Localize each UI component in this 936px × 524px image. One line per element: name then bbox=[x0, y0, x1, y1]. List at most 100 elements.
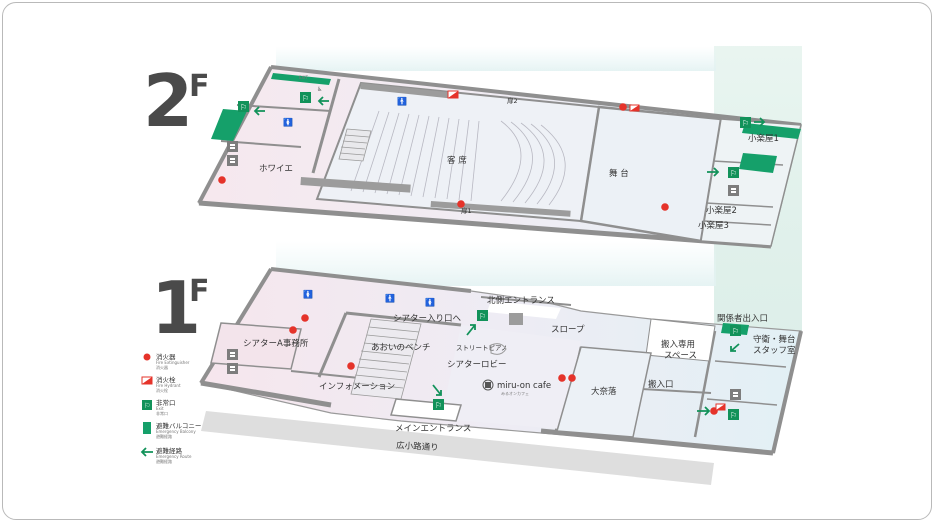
svg-text:Fire Extinguisher: Fire Extinguisher bbox=[156, 360, 190, 365]
label-loading-space-1: 搬入専用 bbox=[661, 339, 695, 350]
label-loading-space-2: スペース bbox=[664, 351, 697, 361]
route-arrow-2f-right bbox=[707, 167, 720, 177]
hydrant-icon bbox=[141, 376, 153, 385]
svg-text:非常口: 非常口 bbox=[156, 410, 168, 416]
hydrant-icon-2f-b bbox=[629, 104, 640, 112]
legend-item-route: 避難経路 Emergency Route 避難経路 bbox=[140, 446, 192, 464]
exit-sign-2f-top: ⚐ bbox=[300, 92, 311, 103]
label-cafe-sub: みるオンカフェ bbox=[501, 390, 529, 396]
toilet-icon-1f-b: 🚺 bbox=[425, 297, 435, 307]
extinguisher-icon-1f-e bbox=[568, 374, 576, 382]
label-street: 広小路通り bbox=[396, 440, 439, 453]
route-arrow-1f-north bbox=[466, 324, 476, 336]
exit-sign-1f-staff: ⚐ bbox=[730, 325, 741, 336]
hydrant-icon-2f-a bbox=[447, 90, 459, 99]
label-street-piano: ストリートピアノ bbox=[456, 344, 507, 352]
exit-sign-2f-right-top: ⚐ bbox=[740, 117, 751, 128]
route-arrow-1f-main bbox=[432, 384, 442, 396]
label-door1: 扉1 bbox=[461, 206, 472, 215]
svg-text:⚐: ⚐ bbox=[144, 402, 150, 410]
floor-map: ホワイエ 客 席 舞 台 扉2 扉1 小楽屋1 小楽屋2 小楽屋3 EXIT ⚐… bbox=[140, 46, 803, 485]
label-theater-a-office: シアターA事務所 bbox=[243, 338, 309, 349]
label-theater-entrance: シアター入り口へ bbox=[393, 314, 462, 324]
label-seats: 客 席 bbox=[447, 155, 467, 166]
label-staff-entrance: 関係者出入口 bbox=[717, 313, 768, 324]
piano-icon bbox=[490, 343, 507, 355]
elevator-icon-1f-b bbox=[227, 363, 238, 374]
toilet-icon-1f-a: 🚹 bbox=[385, 293, 395, 303]
extinguisher-icon-1f-c bbox=[347, 362, 355, 370]
label-small-room-2: 小楽屋2 bbox=[706, 205, 737, 216]
floor-suffix-1f: F bbox=[189, 274, 210, 309]
route-arrow-2f-foyer bbox=[253, 106, 265, 116]
svg-text:⚐: ⚐ bbox=[479, 312, 486, 321]
svg-text:消火器: 消火器 bbox=[156, 364, 168, 370]
route-arrow-1f-right bbox=[697, 406, 711, 416]
label-guard-1: 守衛・舞台 bbox=[753, 334, 796, 345]
svg-text:非常口: 非常口 bbox=[156, 398, 176, 407]
legend-item-hydrant: 消火栓 Fire Hydrant 消火栓 bbox=[141, 375, 181, 393]
balcony-2f-right bbox=[739, 153, 777, 173]
toilet-icon-1f-c: 🚺 bbox=[303, 289, 313, 299]
hydrant-icon-1f bbox=[715, 403, 726, 411]
svg-text:⚐: ⚐ bbox=[742, 119, 749, 128]
floor-1f bbox=[199, 267, 803, 456]
label-north-entrance: 北側エントランス bbox=[487, 295, 555, 306]
svg-text:避難経路: 避難経路 bbox=[156, 458, 172, 464]
exit-sign-2f-right: ⚐ bbox=[728, 167, 739, 178]
label-small-room-1: 小楽屋1 bbox=[748, 133, 779, 144]
accessible-icon-2f: ♿ bbox=[317, 86, 322, 93]
extinguisher-icon-1f-d bbox=[558, 374, 566, 382]
elevator-icon-1f-c bbox=[730, 389, 741, 400]
legend: 消火器 Fire Extinguisher 消火器 消火栓 Fire Hydra… bbox=[140, 352, 201, 464]
balcony-2f-left bbox=[211, 109, 247, 141]
svg-text:⚐: ⚐ bbox=[240, 103, 247, 112]
elevator-icon-1f-a bbox=[227, 349, 238, 360]
svg-text:Exit: Exit bbox=[156, 406, 164, 411]
svg-text:消火栓: 消火栓 bbox=[156, 387, 168, 393]
svg-text:避難バルコニー: 避難バルコニー bbox=[156, 421, 201, 430]
balcony-2f-top bbox=[271, 73, 331, 85]
svg-text:⚐: ⚐ bbox=[435, 401, 442, 410]
extinguisher-icon-1f-a bbox=[289, 326, 297, 334]
svg-text:Emergency Balcony: Emergency Balcony bbox=[156, 429, 196, 434]
label-cafe-name: miru-on cafe bbox=[497, 381, 551, 391]
balcony-icon bbox=[143, 422, 151, 434]
elevator-icon-2f-b bbox=[227, 155, 238, 166]
street-band bbox=[201, 411, 714, 485]
exit-sign-icon: ⚐ bbox=[142, 400, 152, 410]
floor-suffix-2f: F bbox=[189, 69, 210, 104]
svg-text:⚐: ⚐ bbox=[730, 169, 737, 178]
extinguisher-icon bbox=[143, 353, 151, 361]
label-slope: スロープ bbox=[551, 325, 585, 335]
legend-item-balcony: 避難バルコニー Emergency Balcony 避難経路 bbox=[143, 421, 201, 439]
exit-sign-2f-foyer: ⚐ bbox=[238, 101, 249, 112]
label-guard-2: スタッフ室 bbox=[753, 345, 796, 356]
exit-sign-1f-right: ⚐ bbox=[728, 409, 739, 420]
svg-text:避難経路: 避難経路 bbox=[156, 433, 172, 439]
label-foyer: ホワイエ bbox=[259, 164, 293, 174]
elevator-icon-2f-a bbox=[227, 141, 238, 152]
route-arrow-1f-staff bbox=[730, 343, 740, 352]
label-loading-entrance: 搬入口 bbox=[648, 379, 674, 390]
toilet-icon-2f-a: 🚹 bbox=[397, 96, 407, 106]
label-door2: 扉2 bbox=[507, 96, 518, 105]
legend-item-extinguisher: 消火器 Fire Extinguisher 消火器 bbox=[143, 352, 190, 370]
svg-text:消火栓: 消火栓 bbox=[156, 375, 176, 384]
floor-2f bbox=[197, 65, 802, 249]
label-theater-lobby: シアターロビー bbox=[447, 360, 507, 370]
toilet-icon-2f-b: 🚺 bbox=[283, 117, 293, 127]
upper-glow bbox=[276, 46, 716, 71]
svg-text:Fire Hydrant: Fire Hydrant bbox=[156, 383, 181, 388]
label-aoi-bench: あおいのベンチ bbox=[371, 343, 431, 353]
label-stage: 舞 台 bbox=[609, 168, 629, 179]
route-arrow-icon bbox=[140, 447, 153, 457]
svg-text:⚐: ⚐ bbox=[732, 327, 739, 336]
svg-text:⚐: ⚐ bbox=[302, 94, 309, 103]
label-large-props: 大奈落 bbox=[591, 386, 617, 397]
route-arrow-2f-right-top bbox=[754, 117, 766, 127]
svg-text:Emergency Route: Emergency Route bbox=[156, 454, 192, 459]
route-arrow-2f-top bbox=[317, 96, 329, 106]
extinguisher-icon-2f-c bbox=[661, 203, 669, 211]
